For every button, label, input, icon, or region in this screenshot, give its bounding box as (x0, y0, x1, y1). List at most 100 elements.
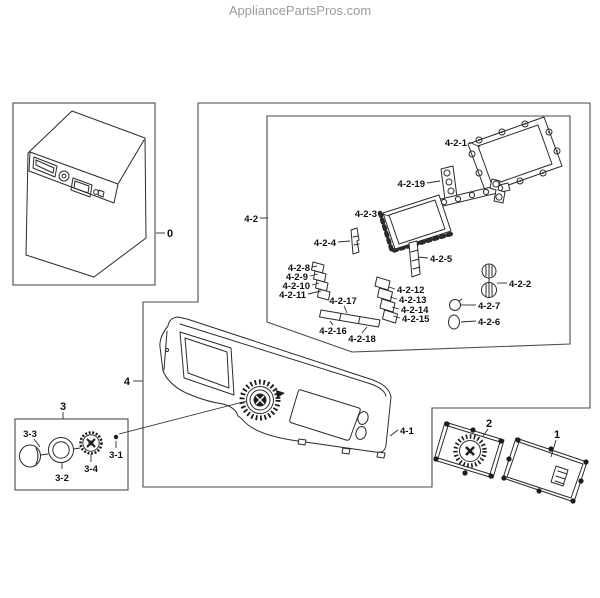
axis-line-2 (73, 447, 81, 450)
control-panel-assembly: 4 4-1 (118, 316, 414, 459)
part-label-0: 0 (167, 228, 173, 240)
part-label-4-2-3: 4-2-3 (355, 209, 377, 220)
part-3-2-ring (48, 437, 74, 463)
washer-knob-mini (58, 170, 70, 182)
part-label-4-2: 4-2 (244, 214, 258, 225)
part-label-4-1: 4-1 (400, 426, 414, 437)
panel-foot-1 (297, 438, 307, 446)
panel-foot-3 (376, 451, 386, 459)
part-4-2-1-pcb-frame: 4-2-1 (445, 116, 563, 194)
washer-drawer-mini (32, 156, 58, 178)
knob-position-leader (118, 400, 248, 435)
sub-assembly-box-4-2: 4-2 4-2-1 (244, 115, 571, 353)
part-label-4-2-17: 4-2-17 (329, 296, 356, 307)
part-3-2-ring-inner (52, 441, 70, 459)
part-3-3-cap (19, 444, 41, 468)
part-4-2-2-knob-caps: 4-2-2 (481, 263, 531, 298)
part-3-4-knob (79, 431, 103, 455)
part-3-3-edge (35, 447, 39, 465)
part-label-4-2-5: 4-2-5 (430, 254, 453, 265)
part-label-4-2-19: 4-2-19 (398, 179, 425, 190)
part-label-3-4: 3-4 (84, 464, 98, 475)
part-label-3-1: 3-1 (109, 450, 123, 461)
washer-body-outline (25, 110, 147, 278)
part-label-4-2-13: 4-2-13 (399, 295, 426, 306)
washer-display-mini-inner (73, 180, 90, 194)
washer-top-edge (117, 139, 145, 185)
leader-4-2-5 (417, 256, 429, 259)
pcb-outline-inner (506, 441, 584, 499)
leader-1 (550, 439, 557, 458)
box-4-2-frame (266, 115, 571, 353)
box-3-frame (14, 418, 129, 491)
timer-mount-bumps (433, 421, 504, 479)
part-button-stack-right: 4-2-12 4-2-13 4-2-14 4-2-15 (374, 276, 430, 325)
part-label-4-2-6: 4-2-6 (478, 317, 500, 328)
panel-dial-knob (239, 379, 281, 421)
main-pcb: 1 (501, 429, 589, 504)
pcb-connector-pins (554, 470, 568, 485)
knob-kit-box: 3 3-3 3-2 3-4 3-1 (14, 401, 129, 491)
axis-line-1 (40, 453, 49, 456)
brand-watermark: AppliancePartsPros.com (229, 3, 371, 18)
timer-dial-ticks (453, 434, 487, 468)
pcb-edge-bumps (501, 437, 589, 504)
part-label-2: 2 (486, 418, 492, 430)
washer-thumbnail-box: 0 (12, 102, 173, 286)
pcb-frame-inner (477, 124, 553, 186)
part-label-4-2-1: 4-2-1 (445, 138, 468, 149)
connector-teeth (377, 210, 454, 254)
pcb-outline (502, 437, 588, 503)
timer-module: 2 (433, 418, 505, 479)
diagram-outer-border (142, 102, 591, 488)
panel-foot-2 (341, 447, 351, 455)
part-label-4-2-7: 4-2-7 (478, 301, 500, 312)
display-module-window (388, 199, 446, 245)
part-label-4-2-12: 4-2-12 (397, 285, 424, 296)
part-4-2-19-bracket: 4-2-19 (398, 165, 511, 208)
drawer-recess (179, 331, 235, 396)
part-label-4-2-9: 4-2-9 (286, 272, 308, 283)
part-label-4: 4 (124, 376, 131, 388)
part-button-strip-bottom: 4-2-17 4-2-16 4-2-18 (319, 296, 381, 345)
display-module-outer (382, 194, 452, 250)
part-button-stack-left: 4-2-8 4-2-9 4-2-10 4-2-11 (279, 261, 331, 301)
part-label-4-2-2: 4-2-2 (509, 279, 531, 290)
leader-4-2-19 (426, 180, 441, 184)
drawer-recess-inner (184, 337, 230, 389)
leader-2 (482, 428, 489, 437)
washer-button-mini-2 (97, 189, 105, 198)
washer-display-mini (70, 177, 93, 198)
pcb-frame-outer (467, 116, 563, 194)
panel-button-oval-2 (355, 426, 367, 440)
leader-4-1 (389, 429, 399, 437)
leader-4-2-1 (468, 141, 481, 148)
part-4-2-5-strip: 4-2-5 (408, 240, 453, 278)
part-label-3-2: 3-2 (55, 473, 69, 484)
panel-arrow-mark (276, 390, 285, 398)
part-label-4-2-10: 4-2-10 (283, 281, 310, 292)
washer-panel-band (28, 151, 119, 204)
part-label-4-2-4: 4-2-4 (314, 238, 337, 249)
part-label-4-2-14: 4-2-14 (401, 305, 429, 316)
panel-top-chamfer (179, 323, 387, 397)
leader-4-2-3 (378, 212, 390, 217)
part-label-4-2-16: 4-2-16 (319, 326, 346, 337)
panel-display-window (289, 389, 361, 441)
part-4-2-7-button: 4-2-7 (449, 298, 500, 312)
part-3-1-pin (113, 434, 119, 440)
part-label-1: 1 (554, 429, 560, 441)
part-label-3: 3 (60, 401, 66, 413)
part-4-2-6-button: 4-2-6 (448, 314, 500, 330)
part-label-4-2-18: 4-2-18 (348, 334, 375, 345)
part-4-2-3-display-module: 4-2-3 (355, 194, 454, 254)
box-0-frame (12, 102, 156, 286)
washer-drawer-mini-inner (35, 159, 55, 174)
part-label-4-2-11: 4-2-11 (279, 290, 307, 301)
panel-side-screw (165, 348, 169, 352)
washer-illustration (25, 110, 147, 278)
panel-button-oval-1 (357, 411, 369, 425)
timer-dial-cross (465, 446, 475, 456)
